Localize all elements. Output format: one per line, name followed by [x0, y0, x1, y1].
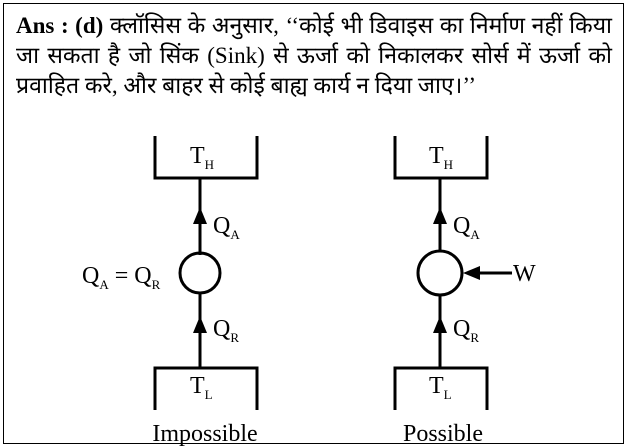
- answer-paragraph: Ans : (d) क्लॉसिस के अनुसार, ‘‘कोई भी डि…: [16, 11, 612, 101]
- equation-label: QA = QR: [82, 263, 161, 292]
- cold-label-left: TL: [190, 373, 213, 402]
- lower-arrow-left: [193, 316, 207, 333]
- answer-box: [3, 3, 624, 444]
- hot-label-right: TH: [429, 143, 453, 172]
- hot-reservoir-left: [153, 136, 259, 180]
- qa-label-right: QA: [453, 213, 480, 242]
- caption-possible: Possible: [403, 421, 483, 447]
- possible-diagram: TH QA W QR TL Possible: [393, 136, 536, 447]
- cold-reservoir-right: [393, 366, 489, 410]
- device-circle-left: [178, 251, 222, 295]
- work-arrowhead: [463, 266, 480, 280]
- lower-arrow-right: [433, 316, 447, 333]
- cold-label-right: TL: [429, 373, 452, 402]
- qr-label-left: QR: [213, 316, 239, 345]
- work-label: W: [513, 261, 536, 287]
- device-circle-right: [416, 249, 464, 297]
- upper-arrow-left: [193, 207, 207, 224]
- answer-label: Ans : (d): [16, 13, 104, 38]
- qa-label-left: QA: [213, 213, 240, 242]
- impossible-diagram: TH QA QA = QR QR TL Impossible: [82, 136, 259, 447]
- caption-impossible: Impossible: [152, 421, 257, 447]
- cold-reservoir-left: [153, 366, 259, 410]
- qr-label-right: QR: [453, 316, 479, 345]
- upper-arrow-right: [433, 207, 447, 224]
- answer-body: क्लॉसिस के अनुसार, ‘‘कोई भी डिवाइस का नि…: [16, 13, 613, 98]
- hot-label-left: TH: [190, 143, 214, 172]
